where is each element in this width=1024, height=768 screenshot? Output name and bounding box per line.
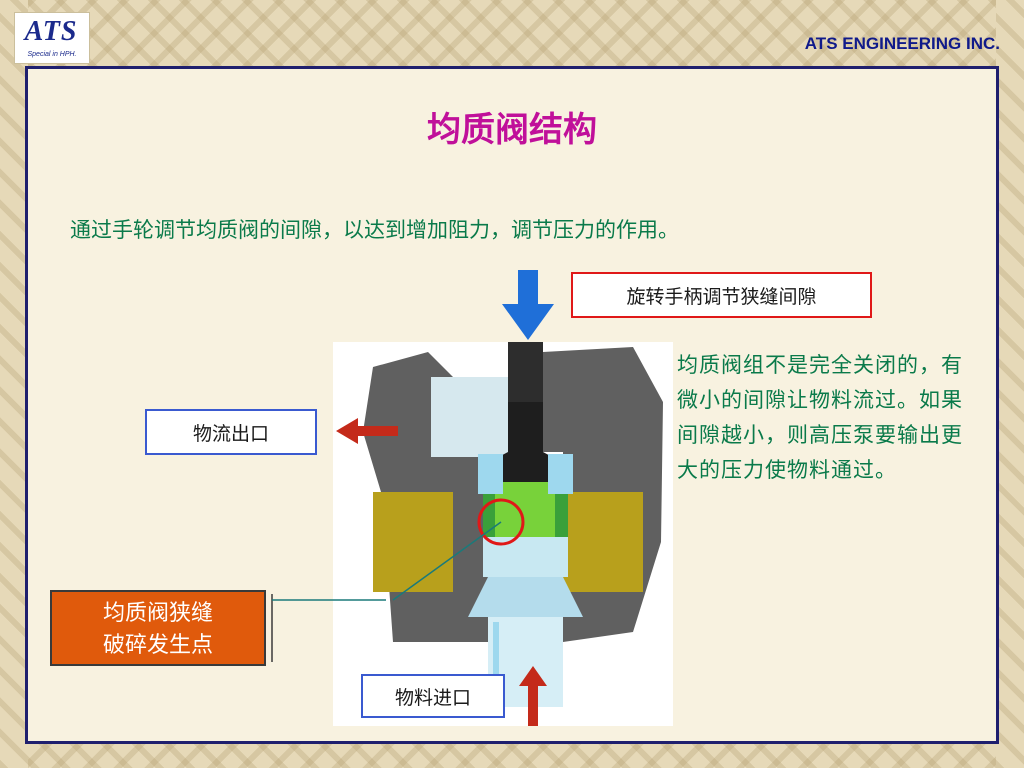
rotate-handle-label: 旋转手柄调节狭缝间隙	[571, 272, 872, 318]
callout-bracket	[271, 594, 386, 662]
company-name: ATS ENGINEERING INC.	[804, 34, 1000, 53]
inlet-label: 物料进口	[361, 674, 505, 718]
company-logo: ATS Special in HPH.	[14, 12, 90, 64]
logo-tagline: Special in HPH.	[27, 51, 77, 58]
red-circle-marker	[477, 498, 525, 546]
decorative-border-left	[0, 0, 28, 768]
down-arrow-icon	[502, 270, 554, 340]
decorative-border-top	[0, 0, 1024, 70]
intro-text: 通过手轮调节均质阀的间隙，以达到增加阻力，调节压力的作用。	[70, 218, 679, 242]
gap-point-label: 均质阀狭缝 破碎发生点	[50, 590, 266, 666]
valve-cross-section-diagram	[333, 342, 673, 726]
up-arrow-icon	[519, 666, 547, 726]
decorative-border-right	[996, 0, 1024, 768]
outlet-label: 物流出口	[145, 409, 317, 455]
logo-mark: ATS	[24, 16, 78, 47]
explanation-text: 均质阀组不是完全关闭的，有微小的间隙让物料流过。如果间隙越小，则高压泵要输出更大…	[677, 353, 963, 482]
slide-title: 均质阀结构	[427, 110, 597, 150]
left-arrow-icon	[336, 418, 398, 444]
